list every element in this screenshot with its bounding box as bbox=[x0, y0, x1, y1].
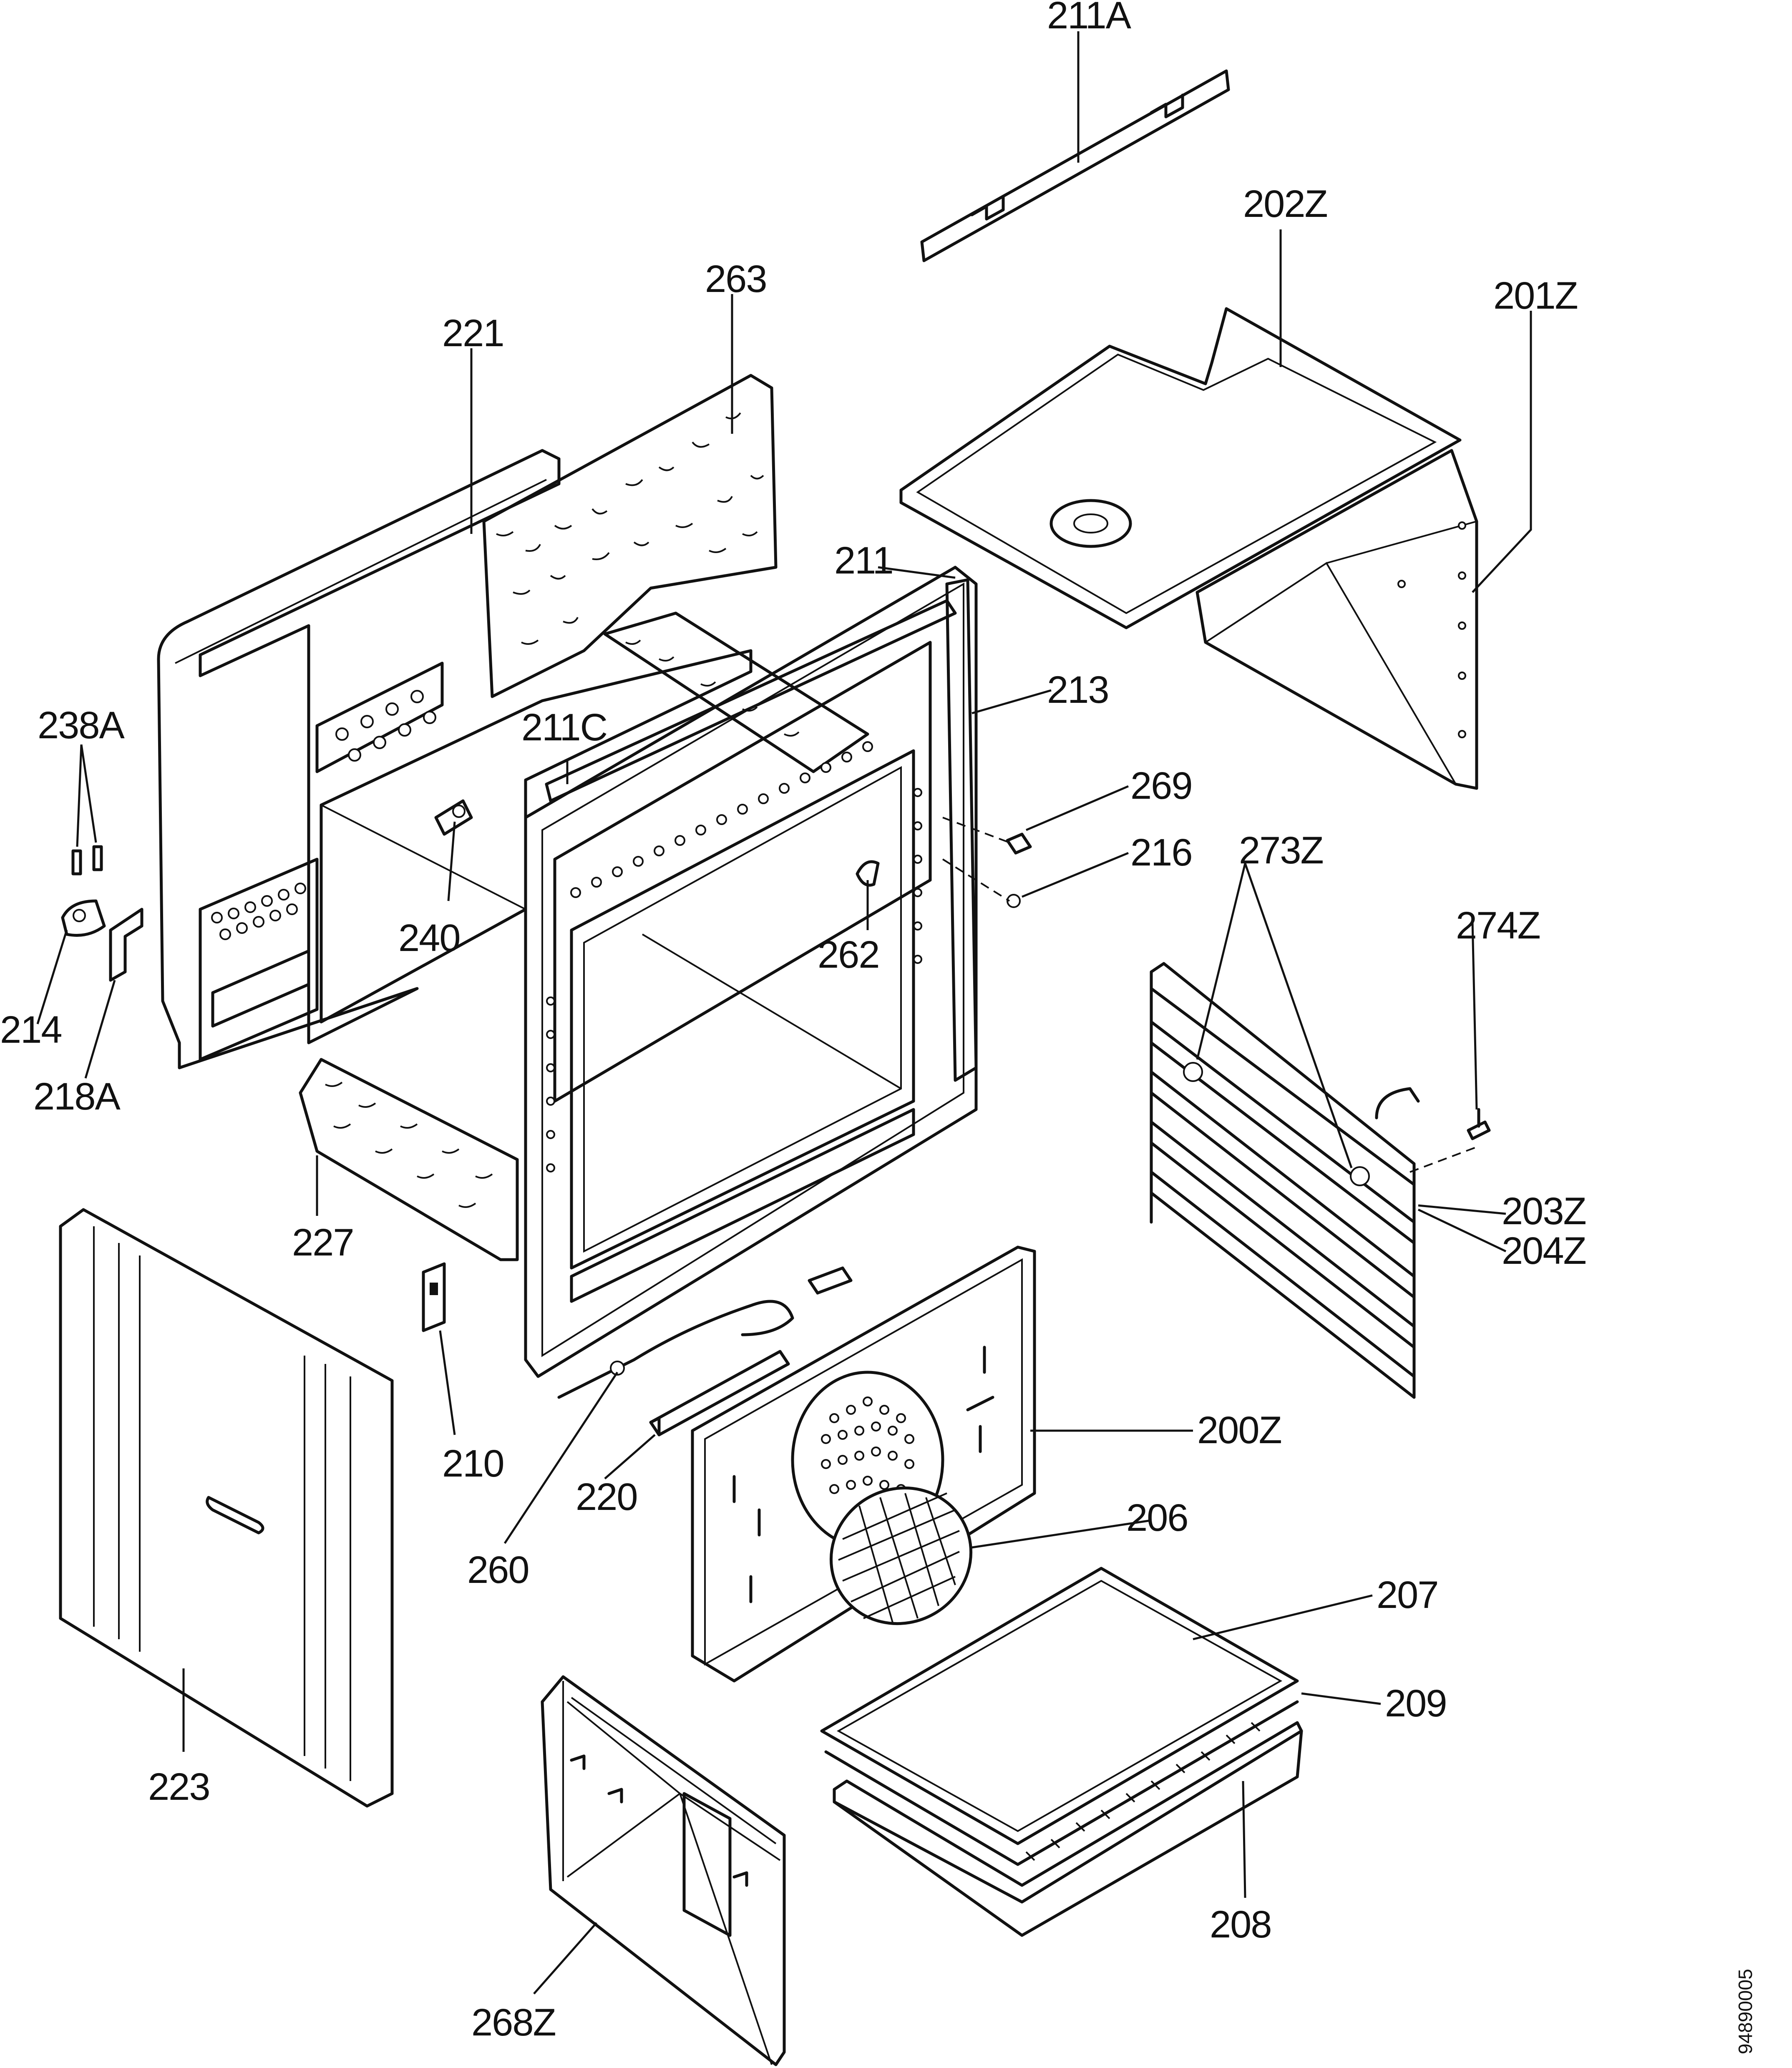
part-206-grease-filter bbox=[829, 1486, 973, 1625]
part-216-screw bbox=[1007, 894, 1021, 908]
part-240-clip bbox=[434, 799, 473, 836]
label-207: 207 bbox=[1377, 1574, 1438, 1616]
part-210-bracket bbox=[422, 1262, 446, 1332]
part-223-side-cover bbox=[59, 1208, 394, 1808]
label-202Z: 202Z bbox=[1243, 183, 1327, 225]
label-220: 220 bbox=[576, 1476, 637, 1518]
label-263: 263 bbox=[705, 258, 767, 300]
part-labels: 211A 202Z 201Z 263 221 211 213 211C 238A… bbox=[0, 0, 1587, 2044]
part-211-front-frame bbox=[524, 566, 978, 1378]
label-269: 269 bbox=[1130, 765, 1192, 807]
part-202Z-top-plate bbox=[899, 307, 1462, 629]
part-238A-screws bbox=[71, 845, 103, 876]
label-211: 211 bbox=[834, 539, 893, 582]
label-211C: 211C bbox=[521, 706, 607, 749]
part-269-bolt bbox=[1006, 833, 1032, 855]
part-220-lamp-holder bbox=[649, 1350, 790, 1437]
label-218A: 218A bbox=[33, 1075, 121, 1118]
label-204Z: 204Z bbox=[1502, 1230, 1586, 1272]
part-260-thermostat-bulb bbox=[557, 1266, 853, 1399]
part-221-side-panel bbox=[157, 449, 561, 1069]
part-208-drip-tray bbox=[833, 1721, 1303, 1937]
part-274Z-screw bbox=[1467, 1108, 1491, 1140]
label-203Z: 203Z bbox=[1502, 1190, 1586, 1233]
label-211A: 211A bbox=[1047, 0, 1132, 37]
part-oven-cavity bbox=[320, 649, 753, 1024]
part-side-perforated-panel bbox=[315, 662, 444, 773]
part-203Z-204Z-racks bbox=[1150, 962, 1420, 1399]
part-211A-bracket bbox=[920, 69, 1230, 262]
drawing-code: 94890005 bbox=[1734, 1969, 1756, 2054]
part-207-baking-tray bbox=[820, 1567, 1299, 1845]
label-201Z: 201Z bbox=[1493, 274, 1578, 317]
part-227-bottom-insulation bbox=[299, 1058, 519, 1261]
label-240: 240 bbox=[398, 917, 460, 959]
label-274Z: 274Z bbox=[1456, 904, 1540, 947]
label-210: 210 bbox=[442, 1442, 504, 1485]
label-221: 221 bbox=[442, 312, 504, 355]
label-273Z: 273Z bbox=[1239, 829, 1323, 872]
label-208: 208 bbox=[1210, 1903, 1271, 1946]
part-218A-bracket bbox=[109, 908, 143, 982]
label-209: 209 bbox=[1385, 1682, 1447, 1725]
label-206: 206 bbox=[1126, 1497, 1188, 1539]
label-268Z: 268Z bbox=[471, 2001, 556, 2044]
part-268Z-side-panel bbox=[541, 1675, 786, 2066]
part-213-side-rail bbox=[945, 578, 978, 1082]
part-262-clip bbox=[856, 860, 880, 887]
label-223: 223 bbox=[148, 1766, 210, 1808]
label-214: 214 bbox=[0, 1009, 62, 1051]
alignment-line-2 bbox=[942, 858, 1010, 902]
label-216: 216 bbox=[1130, 831, 1192, 874]
leader-lines bbox=[36, 31, 1532, 1995]
label-213: 213 bbox=[1047, 669, 1109, 711]
alignment-line-3 bbox=[1409, 1146, 1477, 1173]
label-260: 260 bbox=[467, 1549, 529, 1591]
part-top-insulation-strip bbox=[603, 611, 869, 773]
label-262: 262 bbox=[818, 933, 879, 976]
part-209-grid-shelf bbox=[824, 1700, 1299, 1866]
part-214-hinge bbox=[61, 899, 106, 937]
label-200Z: 200Z bbox=[1197, 1409, 1281, 1452]
alignment-line-1 bbox=[942, 817, 1010, 843]
label-227: 227 bbox=[292, 1221, 354, 1264]
part-201Z-back-panel bbox=[1196, 449, 1478, 790]
part-263-insulation bbox=[482, 374, 778, 698]
part-211C-strip bbox=[545, 599, 957, 803]
label-238A: 238A bbox=[38, 704, 125, 747]
